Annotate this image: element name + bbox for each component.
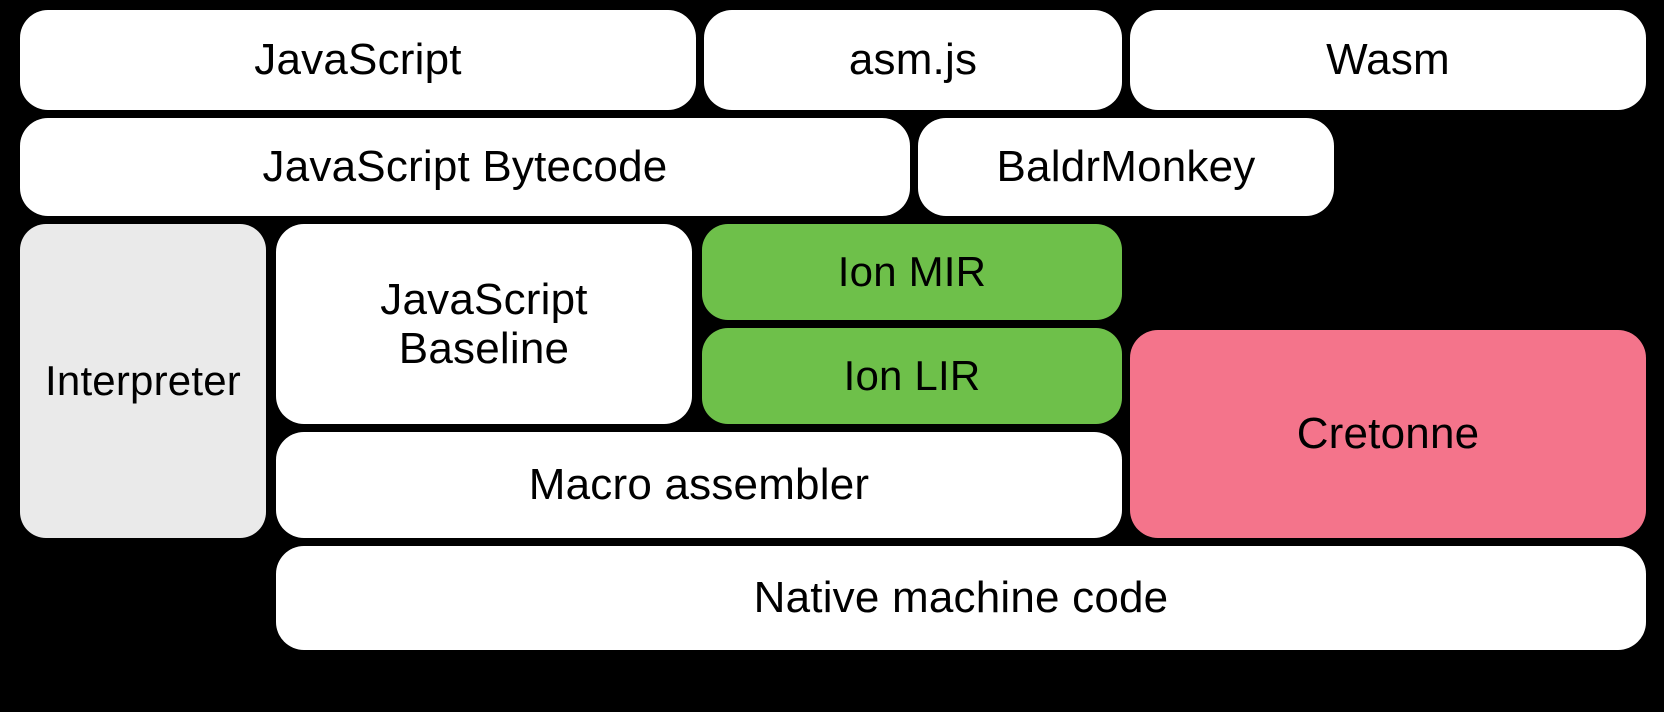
node-cretonne-label: Cretonne [1296, 409, 1480, 459]
node-ion-mir[interactable]: Ion MIR [702, 224, 1122, 320]
node-asmjs-label: asm.js [848, 35, 978, 85]
node-wasm[interactable]: Wasm [1130, 10, 1646, 110]
node-baldrmonkey[interactable]: BaldrMonkey [918, 118, 1334, 216]
node-javascript-label: JavaScript [254, 35, 462, 85]
node-wasm-label: Wasm [1326, 35, 1450, 85]
node-cretonne[interactable]: Cretonne [1130, 330, 1646, 538]
node-macro-assembler[interactable]: Macro assembler [276, 432, 1122, 538]
node-javascript-bytecode-label: JavaScript Bytecode [262, 142, 668, 192]
node-javascript-bytecode[interactable]: JavaScript Bytecode [20, 118, 910, 216]
node-javascript[interactable]: JavaScript [20, 10, 696, 110]
node-native-machine-code[interactable]: Native machine code [276, 546, 1646, 650]
node-javascript-baseline-label: JavaScript Baseline [380, 274, 588, 373]
node-baldrmonkey-label: BaldrMonkey [996, 142, 1256, 192]
node-interpreter-label: Interpreter [45, 357, 241, 405]
node-javascript-baseline[interactable]: JavaScript Baseline [276, 224, 692, 424]
node-native-machine-code-label: Native machine code [753, 573, 1169, 623]
node-asmjs[interactable]: asm.js [704, 10, 1122, 110]
node-ion-mir-label: Ion MIR [837, 248, 987, 296]
node-ion-lir[interactable]: Ion LIR [702, 328, 1122, 424]
node-ion-lir-label: Ion LIR [843, 352, 981, 400]
node-macro-assembler-label: Macro assembler [528, 460, 870, 510]
node-interpreter[interactable]: Interpreter [20, 224, 266, 538]
